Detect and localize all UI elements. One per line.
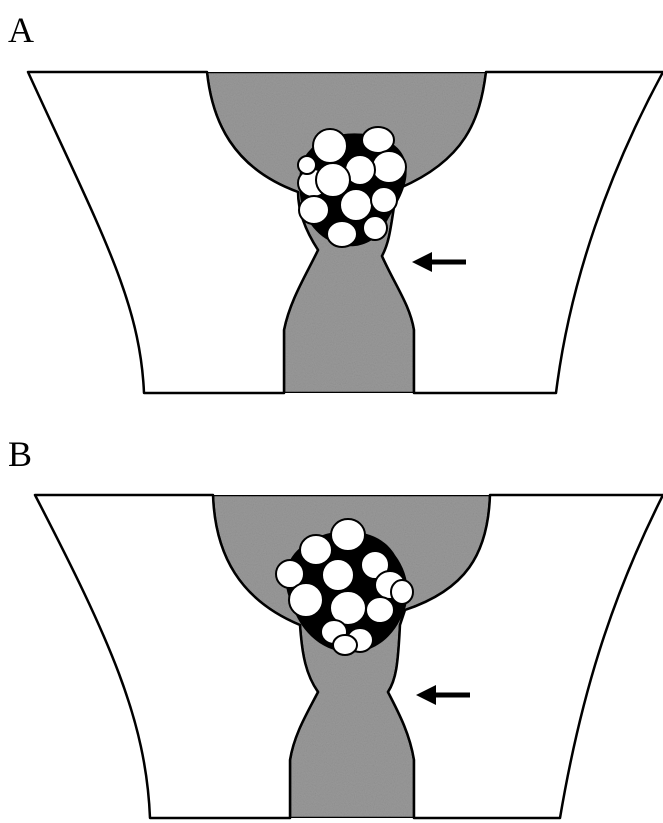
blood-cell [391, 580, 413, 604]
blood-cell [331, 519, 365, 551]
blood-cell [322, 559, 354, 591]
blood-cell [300, 535, 332, 565]
blood-cell [327, 221, 357, 247]
blood-cell [366, 597, 394, 623]
panel-a: A [8, 10, 663, 393]
panel-b: B [8, 434, 663, 818]
blood-cell [362, 127, 394, 153]
blood-cell [298, 156, 316, 174]
blood-cell [340, 189, 372, 221]
panel-label-b: B [8, 434, 32, 474]
blood-cell [372, 151, 406, 183]
panel-label-a: A [8, 10, 34, 50]
blood-cell [299, 196, 329, 224]
blood-cell [371, 187, 397, 213]
blood-cell [313, 129, 347, 163]
blood-cell [333, 635, 357, 655]
blood-cell [289, 583, 323, 617]
blood-cell [363, 216, 387, 240]
blood-cell [316, 163, 350, 197]
